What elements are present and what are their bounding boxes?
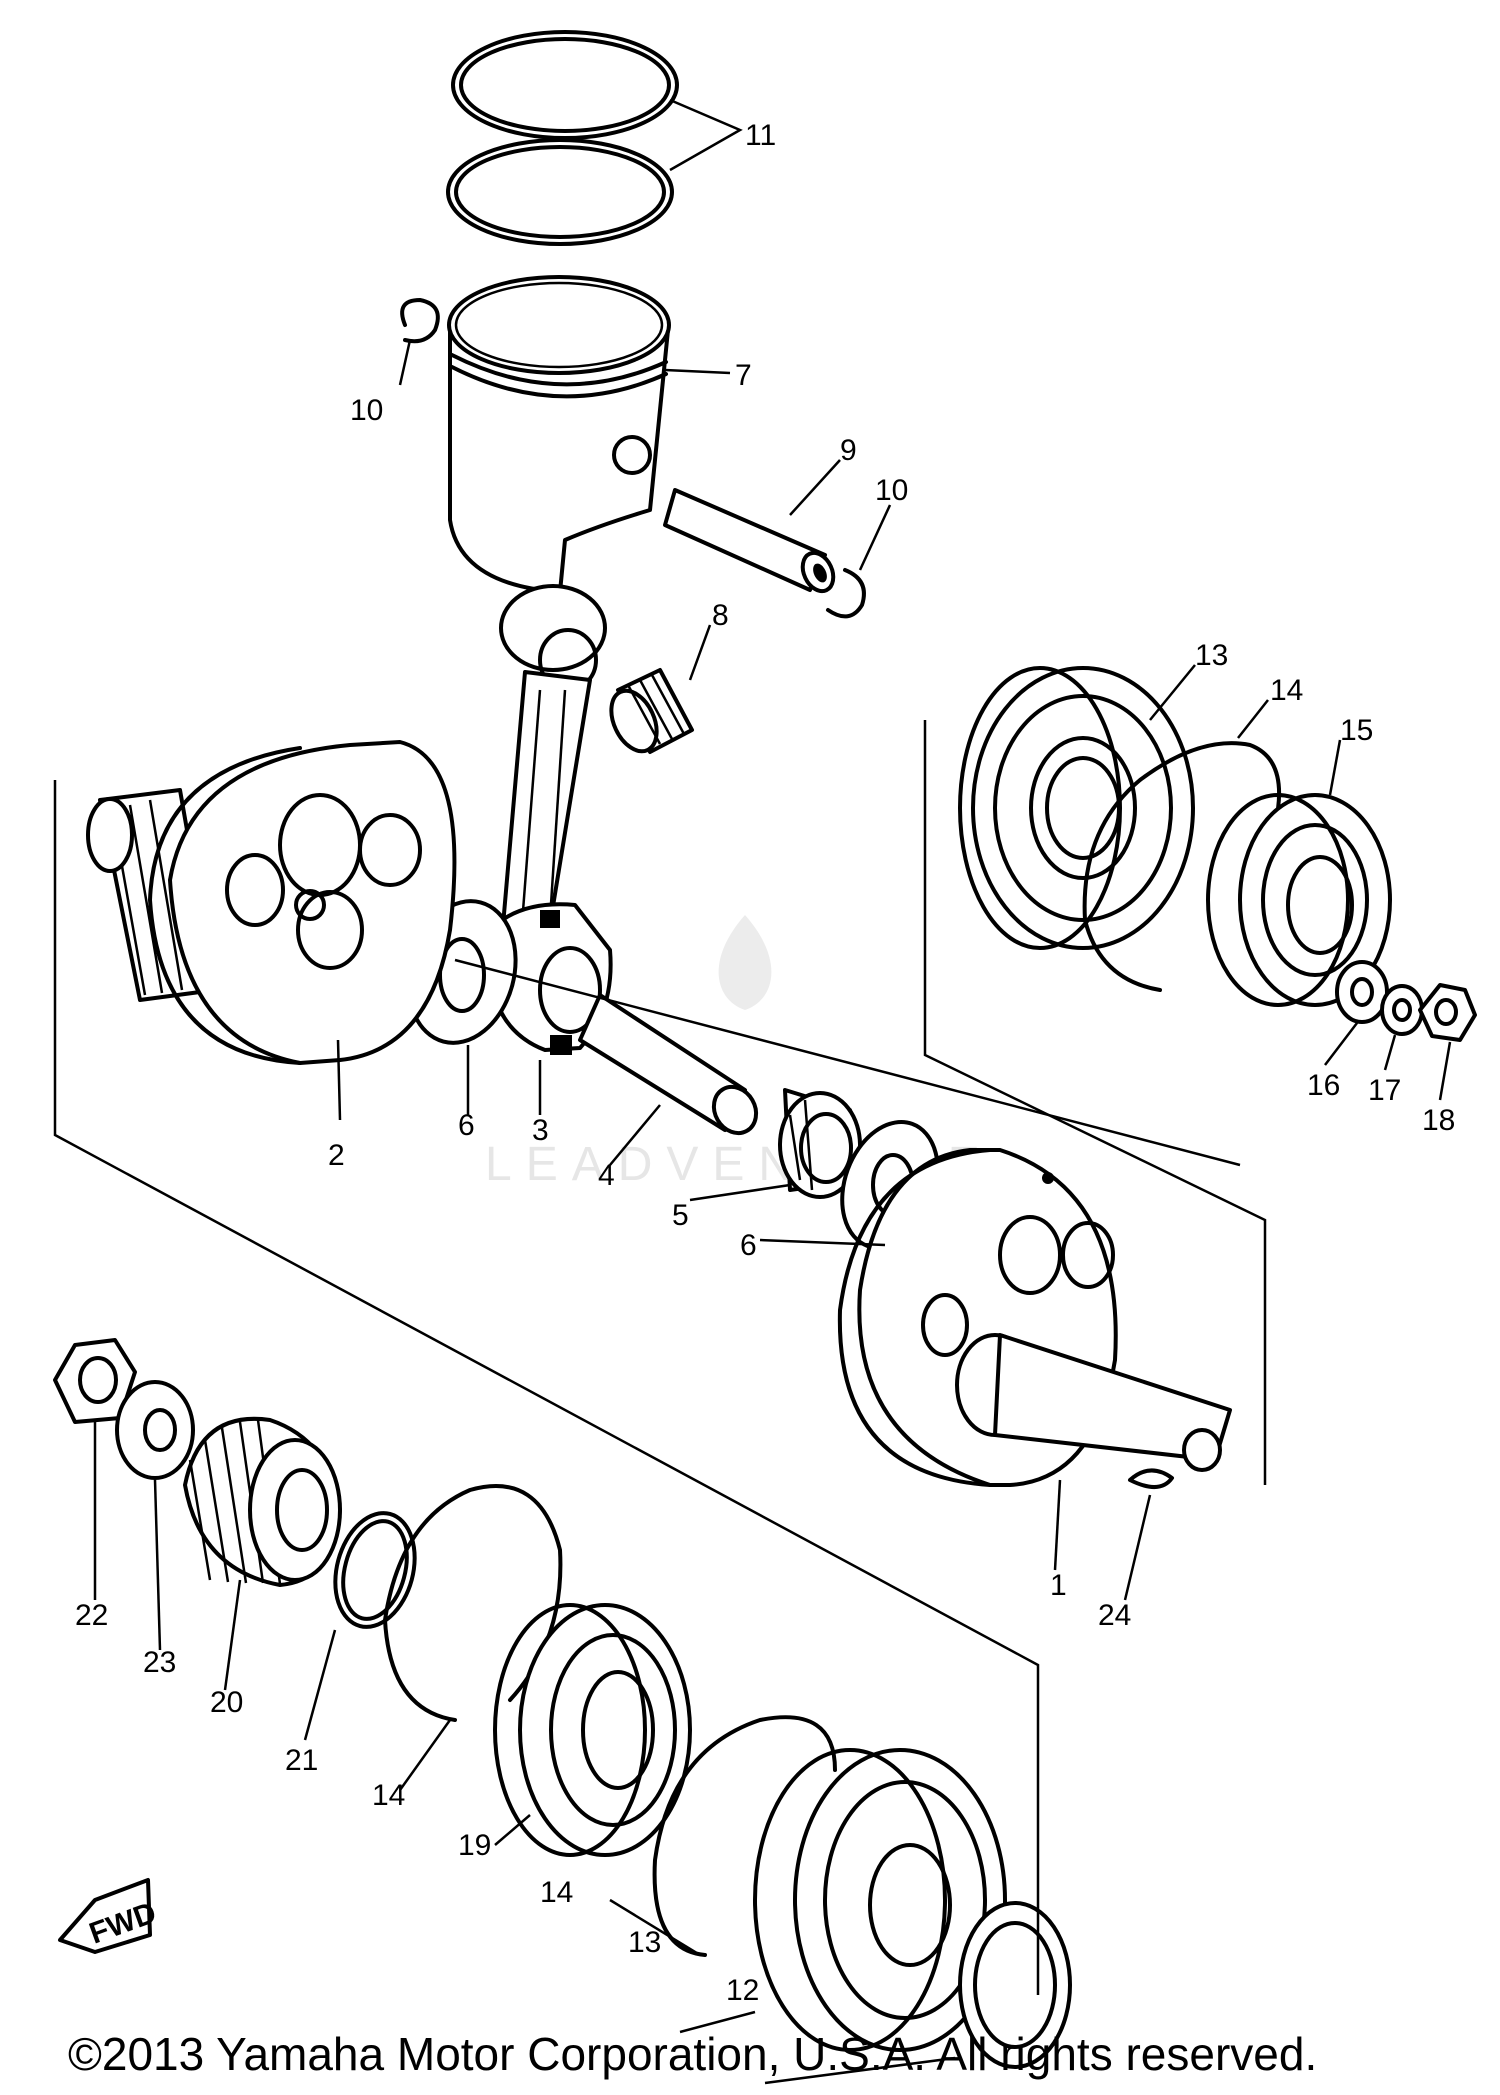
leader-lines — [93, 98, 1452, 2085]
lock-washer-23 — [115, 1380, 195, 1480]
watermark-flame-icon — [718, 915, 772, 1010]
circlip-right-upper — [1082, 741, 1282, 992]
connecting-rod — [486, 584, 613, 1055]
crank-right — [837, 1148, 1232, 1487]
woodruff-key — [1128, 1468, 1174, 1489]
bearing-19 — [493, 1603, 692, 1857]
callout-13-upper: 13 — [1195, 639, 1228, 672]
assembly-guide-lines — [53, 720, 1267, 1995]
callout-14-lower: 14 — [540, 1876, 573, 1909]
callout-20: 20 — [210, 1686, 243, 1719]
piston-pin — [663, 488, 836, 594]
callout-5: 5 — [672, 1199, 689, 1232]
shim-12 — [958, 1901, 1072, 2069]
callout-numbers: 11 7 10 9 10 8 13 14 15 16 17 18 2 6 3 4… — [75, 119, 1455, 2007]
piston-pin-clip-left — [400, 298, 440, 344]
callout-14-left: 14 — [372, 1779, 405, 1812]
circlip-left — [383, 1484, 563, 1722]
callout-13-lower: 13 — [628, 1926, 661, 1959]
callout-9: 9 — [840, 434, 857, 467]
piston — [447, 275, 671, 594]
callout-19: 19 — [458, 1829, 491, 1862]
callout-10-right: 10 — [875, 474, 908, 507]
fwd-arrow-icon: FWD — [58, 1878, 161, 1954]
callout-14-upper: 14 — [1270, 674, 1303, 707]
nut-18 — [1418, 983, 1477, 1042]
nut-22 — [53, 1338, 137, 1424]
callout-12: 12 — [726, 1974, 759, 2007]
small-end-bearing — [609, 668, 694, 754]
callout-10-left: 10 — [350, 394, 383, 427]
callout-2: 2 — [328, 1139, 345, 1172]
callout-18: 18 — [1422, 1104, 1455, 1137]
callout-8: 8 — [712, 599, 729, 632]
callout-24: 24 — [1098, 1599, 1131, 1632]
callout-6-left: 6 — [458, 1109, 475, 1142]
lock-washer-17 — [1380, 984, 1424, 1036]
washer-16 — [1335, 960, 1389, 1024]
callout-7: 7 — [735, 359, 752, 392]
callout-11: 11 — [745, 119, 776, 152]
callout-17: 17 — [1368, 1074, 1401, 1107]
piston-rings — [446, 30, 679, 246]
callout-16: 16 — [1307, 1069, 1340, 1102]
piston-pin-clip-right — [826, 568, 866, 619]
bearing-lower — [753, 1748, 1007, 2052]
primary-drive-gear — [183, 1416, 342, 1587]
callout-22: 22 — [75, 1599, 108, 1632]
oil-seal — [1206, 793, 1392, 1007]
callout-3: 3 — [532, 1114, 549, 1147]
crank-pin — [578, 993, 759, 1136]
circlip-21 — [333, 1511, 417, 1629]
callout-15: 15 — [1340, 714, 1373, 747]
callout-23: 23 — [143, 1646, 176, 1679]
callout-6-right: 6 — [740, 1229, 757, 1262]
circlip-lower — [652, 1715, 837, 1957]
callout-21: 21 — [285, 1744, 318, 1777]
crank-left — [86, 740, 457, 1065]
big-end-bearing — [778, 1088, 862, 1199]
callout-1: 1 — [1050, 1569, 1067, 1602]
callout-4: 4 — [598, 1159, 615, 1192]
copyright-notice: ©2013 Yamaha Motor Corporation, U.S.A. A… — [68, 2028, 1317, 2080]
